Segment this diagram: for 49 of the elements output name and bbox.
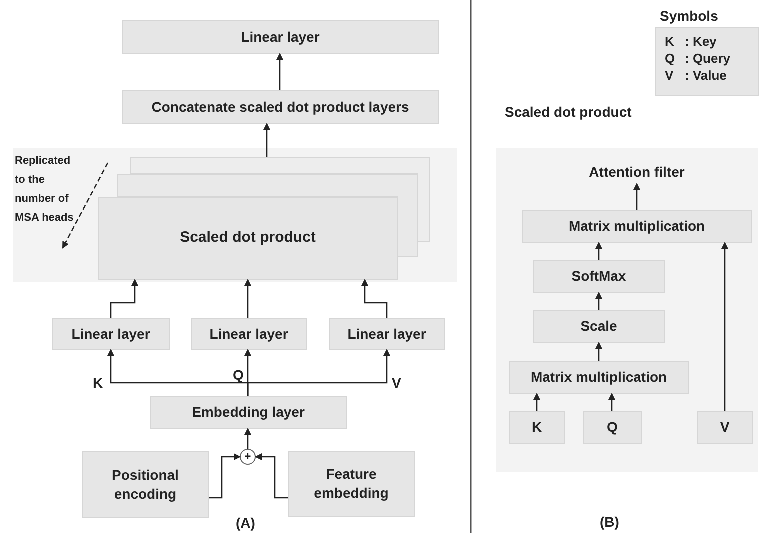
symbol-meaning: : Query	[685, 51, 731, 66]
symbol-meaning: : Value	[685, 68, 727, 83]
arrow	[110, 279, 138, 318]
layer-box: Linear layer	[329, 318, 445, 350]
arrow	[722, 242, 728, 411]
layer-box: Linear layer	[191, 318, 307, 350]
arrow	[596, 292, 602, 310]
operation-box: SoftMax	[533, 260, 665, 293]
layer-box: Concatenate scaled dot product layers	[122, 90, 439, 124]
arrow	[264, 123, 270, 157]
layer-box: Linear layer	[122, 20, 439, 54]
symbol-letter: K	[665, 34, 674, 49]
input-box: V	[697, 411, 753, 444]
arrow	[244, 279, 252, 318]
input-box: Feature embedding	[288, 451, 415, 517]
input-box: Positional encoding	[82, 451, 209, 518]
panel-title: Scaled dot product	[505, 104, 632, 120]
symbol-meaning: : Key	[685, 34, 717, 49]
layer-box: Embedding layer	[150, 396, 347, 429]
input-box: Q	[583, 411, 642, 444]
operation-box: Matrix multiplication	[522, 210, 752, 243]
arrow	[596, 242, 602, 260]
replication-panel	[13, 148, 457, 282]
note-text: Replicated to the number of MSA heads	[15, 154, 75, 226]
arrow	[276, 53, 284, 90]
output-label: Attention filter	[580, 160, 694, 184]
arrow	[608, 393, 616, 411]
attention-box: Scaled dot product	[98, 197, 398, 280]
arrow	[209, 454, 241, 499]
branch-label: K	[93, 375, 104, 391]
input-box: K	[509, 411, 565, 444]
arrow	[634, 183, 640, 210]
legend-title: Symbols	[660, 8, 718, 24]
arrow	[362, 279, 388, 318]
operation-box: Scale	[533, 310, 665, 343]
arrow	[255, 454, 288, 499]
panel-label: (B)	[600, 514, 620, 530]
arrow	[534, 393, 540, 411]
symbol-letter: Q	[665, 51, 676, 66]
branch-label: Q	[233, 367, 244, 383]
layer-box: Linear layer	[52, 318, 170, 350]
arrow	[244, 428, 252, 449]
arrow	[247, 349, 390, 396]
symbol-letter: V	[665, 68, 674, 83]
panel-label: (A)	[236, 515, 256, 531]
sum-node: +	[240, 449, 256, 465]
arrow	[596, 342, 602, 361]
branch-label: V	[392, 375, 402, 391]
operation-box: Matrix multiplication	[509, 361, 689, 394]
